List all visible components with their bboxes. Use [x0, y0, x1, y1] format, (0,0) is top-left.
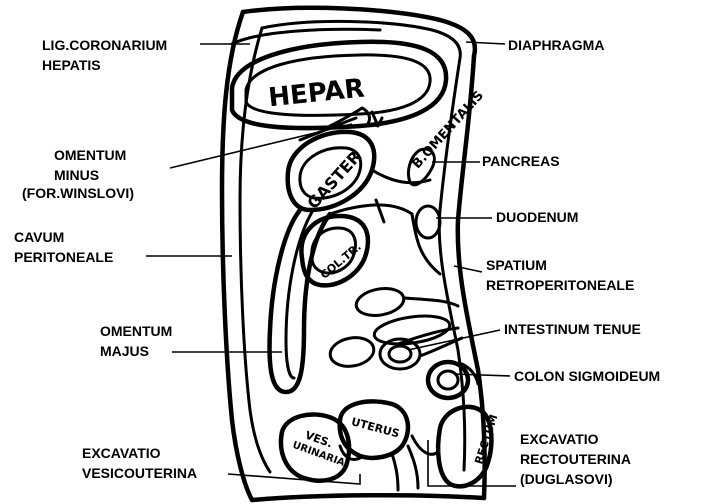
label-omentum-majus-1: OMENTUM [100, 323, 172, 339]
label-excavatio-vesico-2: VESICOUTERINA [82, 465, 197, 481]
intestinum-tenue [328, 287, 464, 371]
coronary-ligament-line [230, 27, 382, 46]
label-omentum-majus-2: MAJUS [100, 343, 149, 359]
gaster-inner [298, 146, 363, 200]
pancreas-organ [406, 147, 436, 187]
leader-diaphragma [465, 41, 506, 45]
leader-excavatio-recto [427, 440, 516, 487]
vagina-line [390, 444, 420, 492]
label-duodenum: DUODENUM [496, 209, 578, 225]
pelvic-floor [249, 492, 487, 503]
hepar-organ: HEPAR [229, 27, 449, 131]
label-omentum-minus-1: OMENTUM [54, 147, 126, 163]
label-excavatio-recto-3: (DUGLASOVI) [520, 471, 613, 487]
bursa-arrow [370, 110, 384, 128]
leader-omentum-minus [169, 123, 353, 169]
vesicouterine-pouch-line [338, 444, 362, 461]
leader-colon-sigmoideum [453, 373, 511, 377]
diaphragm-outer [240, 5, 478, 59]
bursa-label: B.OMENTALIS [410, 88, 487, 172]
leader-intestinum [407, 329, 501, 351]
mesocolon-cut [374, 198, 386, 224]
colon-sigmoideum [425, 359, 480, 401]
label-colon-sigmoideum: COLON SIGMOIDEUM [514, 368, 660, 384]
label-omentum-minus-2: MINUS [54, 167, 99, 183]
label-excavatio-vesico-1: EXCAVATIO [82, 445, 161, 461]
rectum-organ: RECTUM [435, 404, 500, 489]
omentum-majus-outer [267, 207, 333, 395]
label-spatium-2: RETROPERITONEALE [486, 277, 634, 293]
loop-4 [378, 337, 422, 371]
omentum-majus-inner [284, 210, 314, 380]
bursa-boundary [370, 168, 432, 185]
posterior-wall-inner [437, 56, 467, 472]
rectouterine-pouch-line [410, 434, 440, 456]
label-spatium-1: SPATIUM [486, 257, 547, 273]
leader-lines [146, 41, 516, 487]
labels: LIG.CORONARIUM HEPATIS DIAPHRAGMA OMENTU… [14, 37, 660, 487]
greater-omentum [267, 198, 442, 395]
uterus-outer [337, 399, 411, 461]
duodenum-shape [414, 204, 442, 240]
loop-3 [328, 336, 376, 368]
loop-4-lumen [387, 344, 413, 364]
rectum-label: RECTUM [472, 413, 500, 466]
colon-transversum: COL.TR. [299, 213, 371, 288]
label-omentum-minus-3: (FOR.WINSLOVI) [22, 185, 134, 201]
label-intestinum: INTESTINUM TENUE [504, 321, 641, 337]
sigmoid-outer [425, 359, 471, 401]
label-lig-coronarium-2: HEPATIS [42, 57, 101, 73]
leader-spatium [453, 265, 483, 273]
hepar-label: HEPAR [267, 73, 366, 113]
lesser-omentum-line [328, 106, 371, 128]
sigmoid-inner [436, 369, 460, 391]
lesser-omentum-line-2 [298, 116, 358, 142]
label-excavatio-recto-2: RECTOUTERINA [520, 451, 631, 467]
sigmoid-mesocolon [460, 362, 480, 386]
posterior-wall-outer [455, 53, 487, 501]
rectum-outer [435, 404, 494, 489]
label-lig-coronarium-1: LIG.CORONARIUM [42, 37, 167, 53]
duodenum-organ [414, 204, 442, 240]
uterus-label: UTERUS [350, 415, 401, 440]
label-cavum-1: CAVUM [14, 229, 64, 245]
hepar-outer [229, 39, 449, 131]
label-cavum-2: PERITONEALE [14, 249, 113, 265]
colon-tr-inner [310, 226, 357, 275]
colon-tr-outer [299, 213, 371, 288]
label-pancreas: PANCREAS [482, 153, 560, 169]
label-excavatio-recto-1: EXCAVATIO [520, 431, 599, 447]
mesocolon [328, 203, 442, 276]
diaphragm-inner [260, 19, 462, 60]
pancreas-shape [406, 147, 436, 187]
loop-1 [354, 287, 406, 317]
anterior-wall-outer [219, 9, 255, 503]
colon-tr-label: COL.TR. [318, 240, 364, 281]
uterus-organ: UTERUS [337, 399, 420, 492]
leader-excavatio-vesico [227, 473, 361, 485]
label-diaphragma: DIAPHRAGMA [508, 37, 604, 53]
bladder-outer [278, 412, 352, 483]
hepar-inner [244, 53, 432, 117]
